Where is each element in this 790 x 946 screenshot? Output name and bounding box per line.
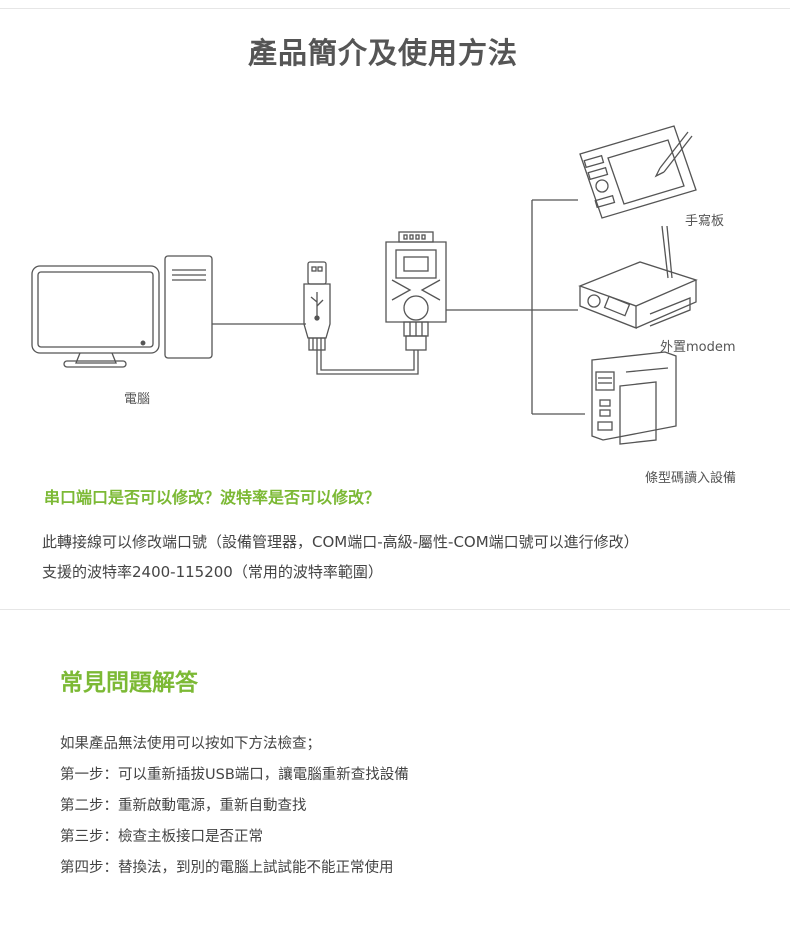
tower-icon [164,255,213,359]
usb-plug-icon [303,261,331,351]
modem-label: 外置modem [660,340,736,355]
serial-db9-connector-icon [385,231,447,351]
qa-answer-line: 支援的波特率2400-115200（常用的波特率範圍） [42,563,383,581]
writing-tablet-icon [579,125,697,219]
qa-answer-line: 此轉接線可以修改端口號（設備管理器，COM端口-高級-屬性-COM端口號可以進行… [42,533,639,551]
faq-line: 第一步：可以重新插拔USB端口，讓電腦重新查找設備 [60,767,409,783]
external-modem-icon [578,225,698,329]
faq-line: 如果產品無法使用可以按如下方法檢查； [60,736,321,752]
serial-port-question-heading: 串口端口是否可以修改？波特率是否可以修改？ [44,488,381,507]
computer-label: 電腦 [124,392,151,407]
faq-line: 第二步：重新啟動電源，重新自動查找 [60,798,307,814]
faq-title: 常見問題解答 [60,670,198,696]
faq-line: 第三步：檢查主板接口是否正常 [60,829,263,845]
barcode-device-label: 條型碼讀入設備 [645,471,737,486]
connection-diagram: 電腦 手寫板 外置modem 條型碼讀入設備 [0,110,790,490]
tablet-label: 手寫板 [685,214,725,229]
diagram-drawing [31,125,698,445]
top-divider [0,8,790,9]
page-title: 產品簡介及使用方法 [247,36,518,70]
monitor-icon [31,265,160,368]
barcode-reader-device-icon [591,351,677,445]
section-divider [0,609,790,610]
faq-line: 第四步：替換法，到別的電腦上試試能不能正常使用 [60,860,394,876]
